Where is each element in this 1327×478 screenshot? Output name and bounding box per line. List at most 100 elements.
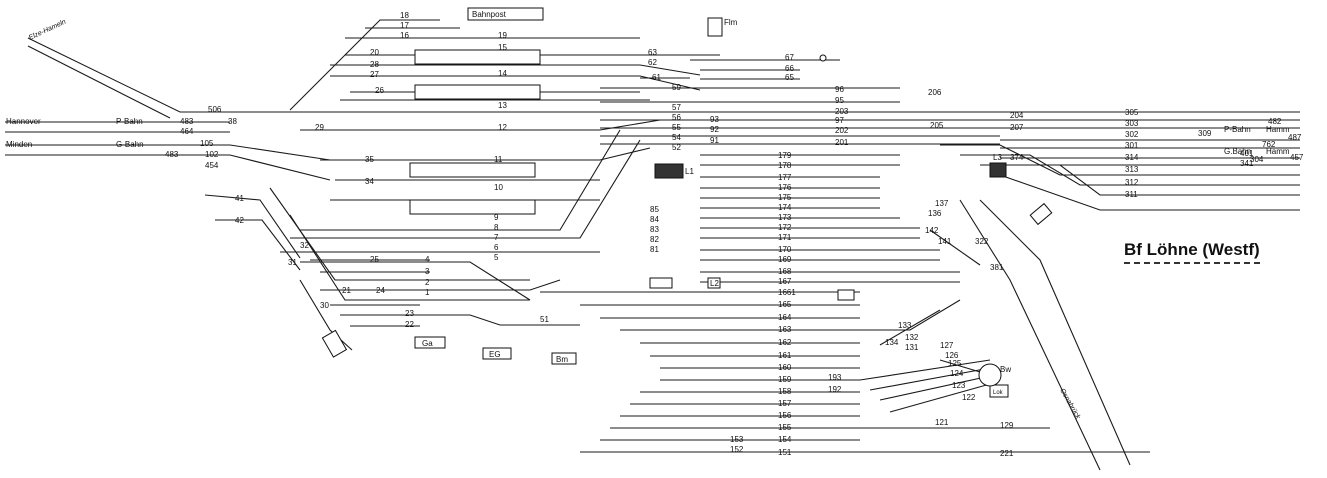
track-41: 41 <box>235 194 244 203</box>
track-160: 160 <box>778 363 792 372</box>
buffer-stop-icon <box>819 54 827 62</box>
track-312: 312 <box>1125 178 1139 187</box>
track-204: 204 <box>1010 111 1024 120</box>
track-42: 42 <box>235 216 244 225</box>
track-12: 12 <box>498 123 507 132</box>
track-55: 55 <box>672 123 681 132</box>
track-62: 62 <box>648 58 657 67</box>
central-tracks <box>600 54 1300 145</box>
track-65: 65 <box>785 73 794 82</box>
track-38: 38 <box>228 117 237 126</box>
track-156: 156 <box>778 411 792 420</box>
label-l3: L3 <box>993 153 1002 162</box>
label-bahnpost: Bahnpost <box>472 10 507 19</box>
track-483-upper: 483 <box>180 117 194 126</box>
track-162: 162 <box>778 338 792 347</box>
track-35: 35 <box>365 155 374 164</box>
building-stellwerk-l3 <box>989 162 1007 178</box>
building-platform-a <box>409 199 536 215</box>
track-341: 341 <box>1240 159 1254 168</box>
track-305: 305 <box>1125 108 1139 117</box>
track-159: 159 <box>778 375 792 384</box>
track-63: 63 <box>648 48 657 57</box>
label-hannover: Hannover <box>6 117 41 126</box>
building-bahnpost <box>467 7 544 21</box>
label-bm: Bm <box>556 355 568 364</box>
track-178: 178 <box>778 161 792 170</box>
track-132: 132 <box>905 333 919 342</box>
direction-lines-left <box>5 37 600 181</box>
track-302: 302 <box>1125 130 1139 139</box>
track-24: 24 <box>376 286 385 295</box>
label-hamm-g: Hamm <box>1266 147 1290 156</box>
track-6: 6 <box>494 243 499 252</box>
track-121: 121 <box>935 418 949 427</box>
track-203: 203 <box>835 107 849 116</box>
label-hamm-p: Hamm <box>1266 125 1290 134</box>
track-66: 66 <box>785 64 794 73</box>
track-174: 174 <box>778 203 792 212</box>
track-102: 102 <box>205 150 219 159</box>
track-161: 161 <box>778 351 792 360</box>
track-464: 464 <box>180 127 194 136</box>
label-bw: Bw <box>1000 365 1011 374</box>
track-85: 85 <box>650 205 659 214</box>
track-304: 304 <box>1250 155 1264 164</box>
track-173: 173 <box>778 213 792 222</box>
track-122: 122 <box>962 393 976 402</box>
building-eg <box>482 347 512 360</box>
building-shed-left <box>321 329 348 358</box>
track-487: 487 <box>1288 133 1302 142</box>
building-bw <box>1029 202 1053 226</box>
right-side-tracks <box>929 139 1300 471</box>
track-81: 81 <box>650 245 659 254</box>
track-105: 105 <box>200 139 214 148</box>
track-20: 20 <box>370 48 379 57</box>
building-platform-b <box>414 49 541 65</box>
track-10: 10 <box>494 183 503 192</box>
track-134: 134 <box>885 338 899 347</box>
track-157: 157 <box>778 399 792 408</box>
track-193: 193 <box>828 373 842 382</box>
track-23: 23 <box>405 309 414 318</box>
track-57: 57 <box>672 103 681 112</box>
label-minden: Minden <box>6 140 32 149</box>
track-97: 97 <box>835 116 844 125</box>
track-177: 177 <box>778 173 792 182</box>
track-32: 32 <box>300 241 309 250</box>
label-l1: L1 <box>685 167 694 176</box>
track-301: 301 <box>1125 141 1139 150</box>
building-ga <box>414 336 446 349</box>
track-26: 26 <box>375 86 384 95</box>
track-483-lower: 483 <box>165 150 179 159</box>
building-yard-right <box>837 289 855 301</box>
track-61: 61 <box>652 73 661 82</box>
track-27: 27 <box>370 70 379 79</box>
track-303: 303 <box>1125 119 1139 128</box>
track-129: 129 <box>1000 421 1014 430</box>
track-179: 179 <box>778 151 792 160</box>
track-221: 221 <box>1000 449 1014 458</box>
track-83: 83 <box>650 225 659 234</box>
track-56: 56 <box>672 113 681 122</box>
track-171: 171 <box>778 233 792 242</box>
track-133: 133 <box>898 321 912 330</box>
building-lok <box>989 384 1009 398</box>
track-93: 93 <box>710 115 719 124</box>
building-platform-d <box>409 162 536 178</box>
track-1661: 1661 <box>778 288 796 297</box>
track-91: 91 <box>710 136 719 145</box>
yard-tracks <box>540 154 1150 453</box>
track-151: 151 <box>778 448 792 457</box>
track-96: 96 <box>835 85 844 94</box>
station-title: Bf Löhne (Westf) <box>1124 240 1260 264</box>
track-201: 201 <box>835 138 849 147</box>
track-374: 374 <box>1010 153 1024 162</box>
track-206: 206 <box>928 88 942 97</box>
track-16: 16 <box>400 31 409 40</box>
track-14: 14 <box>498 69 507 78</box>
track-28: 28 <box>370 60 379 69</box>
track-314: 314 <box>1125 153 1139 162</box>
building-yard-mid <box>707 277 721 289</box>
